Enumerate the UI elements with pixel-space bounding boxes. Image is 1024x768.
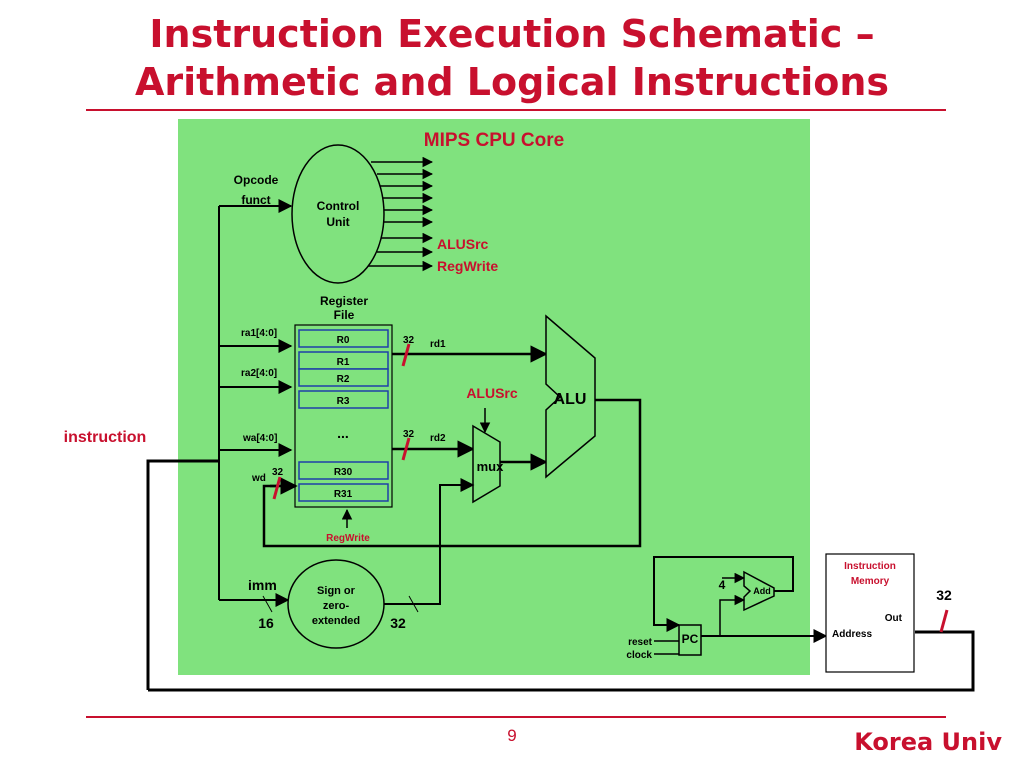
sign-extend-to-mux [384, 478, 475, 605]
ra2-label: ra2[4:0] [241, 368, 277, 379]
wd-bus-slash [272, 476, 282, 500]
adder-const-label: 4 [719, 578, 726, 592]
footer-divider [86, 716, 946, 718]
alu [545, 314, 596, 479]
rd1-width-label: 32 [403, 335, 415, 346]
instruction-label: instruction [64, 429, 147, 446]
pc-label: PC [682, 632, 699, 646]
regwrite-rf-label: RegWrite [326, 533, 370, 544]
adder-to-pc [653, 556, 794, 632]
wd-label: wd [251, 473, 266, 484]
alu-writeback-bus [262, 398, 642, 548]
register-r2: R2 [337, 374, 350, 385]
register-r31: R31 [334, 489, 353, 500]
instruction-memory [825, 553, 915, 673]
imm-label: imm [248, 577, 277, 593]
rd2-label: rd2 [430, 433, 446, 444]
ra1-label: ra1[4:0] [241, 328, 277, 339]
adder-label: Add [753, 586, 771, 596]
program-counter [678, 624, 702, 656]
instruction-bus [146, 459, 975, 692]
control-unit-label-1: Control [317, 199, 360, 213]
alu-label: ALU [554, 391, 587, 408]
page-number: 9 [507, 726, 517, 745]
footer-institution: Korea Univ [854, 728, 1002, 756]
imem-out-width-label: 32 [936, 587, 952, 603]
imem-address-label: Address [832, 629, 872, 640]
register-r0: R0 [337, 335, 350, 346]
sign-extend-label-3: extended [312, 615, 360, 627]
reset-label: reset [628, 637, 653, 648]
rd2-width-label: 32 [403, 429, 415, 440]
rd1-label: rd1 [430, 339, 446, 350]
mux-label: mux [477, 459, 505, 474]
alusrc-mux-label: ALUSrc [466, 385, 518, 401]
register-ellipsis: ... [337, 425, 349, 441]
imem-label-2: Memory [851, 576, 890, 587]
opcode-label: Opcode [234, 173, 279, 187]
register-r30: R30 [334, 467, 353, 478]
regwrite-signal-label: RegWrite [437, 258, 498, 274]
register-cells [298, 329, 389, 502]
register-file-title-2: File [334, 308, 355, 322]
ext-width-label: 32 [390, 615, 406, 631]
title-line-2: Arithmetic and Logical Instructions [134, 60, 890, 104]
mux [472, 424, 501, 504]
imm-bus-slash [262, 595, 273, 613]
control-unit [291, 144, 385, 284]
wa-label: wa[4:0] [242, 433, 277, 444]
title-line-1: Instruction Execution Schematic – [149, 12, 875, 56]
imem-out-slash [939, 609, 949, 633]
control-outputs [368, 156, 434, 272]
sign-extend-label-1: Sign or [317, 585, 356, 597]
imem-label-1: Instruction [844, 561, 896, 572]
wd-width-label: 32 [272, 467, 284, 478]
title-divider [86, 109, 946, 111]
instruction-spine [218, 199, 293, 607]
register-r1: R1 [337, 357, 350, 368]
imm-width-label: 16 [258, 615, 274, 631]
register-file-title-1: Register [320, 294, 368, 308]
clock-label: clock [626, 650, 652, 661]
imem-out-label: Out [885, 613, 903, 624]
control-unit-label-2: Unit [326, 215, 349, 229]
funct-label: funct [241, 193, 270, 207]
register-r3: R3 [337, 396, 350, 407]
slide-title: Instruction Execution Schematic – Arithm… [0, 10, 1024, 106]
cpu-core-label: MIPS CPU Core [424, 130, 564, 151]
alusrc-signal-label: ALUSrc [437, 236, 489, 252]
rd2-bus-slash [401, 437, 411, 461]
rd1-bus-slash [401, 343, 411, 367]
ext-bus-slash [408, 595, 419, 613]
sign-extend-label-2: zero- [323, 600, 350, 612]
